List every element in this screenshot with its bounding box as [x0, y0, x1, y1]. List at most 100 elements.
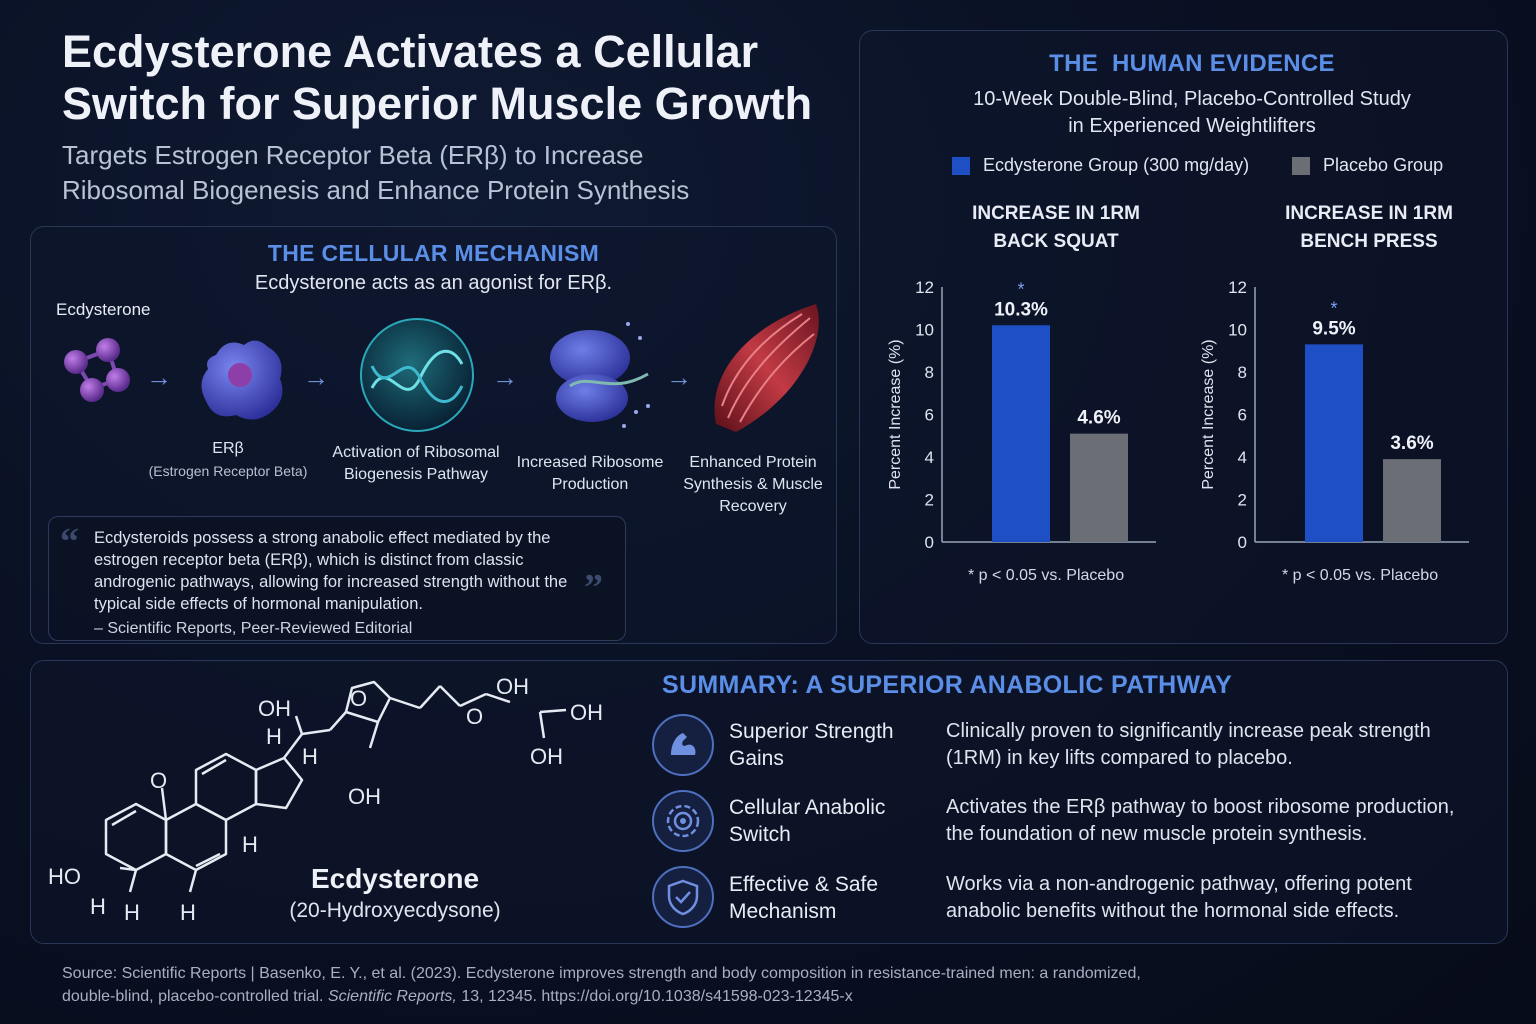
summary-desc-3-line2: anabolic benefits without the hormonal s…: [946, 900, 1400, 922]
summary-desc-2: Activates the ERβ pathway to boost ribos…: [946, 794, 1454, 848]
dna-sphere-icon: [360, 318, 474, 432]
atom-h-4: H: [90, 894, 106, 919]
step-label-protein: Enhanced Protein Synthesis & Muscle Reco…: [683, 454, 823, 515]
significance-marker: *: [1017, 279, 1024, 299]
chart-title-bench-line1: INCREASE IN 1RM: [1285, 203, 1453, 224]
summary-desc-3: Works via a non-androgenic pathway, offe…: [946, 871, 1412, 925]
atom-h-3: H: [242, 832, 258, 857]
atom-ho: HO: [48, 864, 81, 889]
chart-title-squat: INCREASE IN 1RM BACK SQUAT: [946, 200, 1166, 256]
bar-value-label: 3.6%: [1390, 433, 1433, 454]
atom-oh-low: OH: [530, 744, 563, 769]
summary-label-3: Effective & Safe Mechanism: [729, 871, 878, 925]
source-line-1: Source: Scientific Reports | Basenko, E.…: [62, 965, 1141, 982]
muscle-icon: [714, 304, 819, 432]
source-line-2: double-blind, placebo-controlled trial. …: [62, 985, 1362, 1008]
y-tick-label: 4: [925, 448, 934, 467]
step-erb-sub: (Estrogen Receptor Beta): [148, 463, 308, 479]
chart-title-bench-line2: BENCH PRESS: [1300, 231, 1438, 252]
step-label-erb: ERβ (Estrogen Receptor Beta): [138, 438, 318, 482]
summary-desc-2-line2: the foundation of new muscle protein syn…: [946, 823, 1368, 845]
legend-label-placebo: Placebo Group: [1323, 155, 1444, 175]
flow-arrow-4: →: [666, 362, 692, 392]
y-tick-label: 12: [1228, 278, 1247, 297]
y-tick-label: 4: [1238, 448, 1247, 467]
y-tick-label: 0: [925, 533, 934, 552]
y-axis-label: Percent Increase (%): [887, 339, 904, 489]
mechanism-tagline: Ecdysterone acts as an agonist for ERβ.: [254, 272, 613, 294]
legend-placebo: Placebo Group: [1292, 155, 1443, 176]
molecule-name: Ecdysterone: [310, 863, 480, 894]
quote-open-icon: “: [60, 521, 79, 563]
y-tick-label: 2: [925, 491, 934, 510]
summary-label-1-line2: Gains: [729, 747, 784, 770]
step-label-ribosome: Increased Ribosome Production: [516, 454, 664, 493]
atom-o-ring: O: [350, 686, 367, 711]
flow-arrow-1: →: [146, 362, 172, 392]
quote-box: [48, 516, 626, 641]
molecule-structure: OH H H O OH OH OH O OH O H HO H H H: [48, 674, 603, 925]
legend-label-ecdysterone: Ecdysterone Group (300 mg/day): [983, 155, 1250, 175]
atom-h-5: H: [124, 900, 140, 925]
y-tick-label: 12: [915, 278, 934, 297]
quote-text: Ecdysteroids possess a strong anabolic e…: [94, 529, 568, 613]
summary-label-1: Superior Strength Gains: [729, 718, 894, 772]
summary-heading: SUMMARY: A SUPERIOR ANABOLIC PATHWAY: [662, 671, 1233, 699]
bar-ecdysterone: [1305, 344, 1363, 542]
summary-desc-1: Clinically proven to significantly incre…: [946, 718, 1431, 772]
atom-h-1: H: [266, 724, 282, 749]
summary-desc-1-line2: (1RM) in key lifts compared to placebo.: [946, 747, 1293, 769]
receptor-icon: [201, 340, 283, 420]
y-tick-label: 2: [1238, 491, 1247, 510]
page-subtitle: Targets Estrogen Receptor Beta (ERβ) to …: [62, 138, 822, 208]
bar-placebo: [1383, 459, 1441, 542]
atom-h-2: H: [302, 744, 318, 769]
chart-title-bench: INCREASE IN 1RM BENCH PRESS: [1259, 200, 1479, 256]
summary-label-1-line1: Superior Strength: [729, 720, 894, 743]
y-tick-label: 0: [1238, 533, 1247, 552]
source-citation: Source: Scientific Reports | Basenko, E.…: [62, 962, 1362, 1008]
mechanism-heading: THE CELLULAR MECHANISM: [267, 240, 600, 266]
legend-swatch-blue: [952, 157, 970, 176]
source-line2-prefix: double-blind, placebo-controlled trial.: [62, 988, 328, 1005]
step-label-activation: Activation of Ribosomal Biogenesis Pathw…: [332, 444, 500, 483]
cell-switch-icon: [652, 790, 714, 852]
bar-ecdysterone: [992, 325, 1050, 542]
subtitle-line-2: Ribosomal Biogenesis and Enhance Protein…: [62, 175, 690, 205]
y-tick-label: 10: [915, 321, 934, 340]
summary-desc-2-line1: Activates the ERβ pathway to boost ribos…: [946, 796, 1455, 818]
molecule-icon: [64, 338, 130, 402]
page-title: Ecdysterone Activates a Cellular Switch …: [62, 26, 862, 130]
step-erb-title: ERβ: [212, 440, 244, 457]
flexed-arm-icon: [652, 714, 714, 776]
footnote-squat: * p < 0.05 vs. Placebo: [968, 567, 1125, 584]
study-line-2: in Experienced Weightlifters: [1068, 115, 1316, 137]
chart-title-squat-line1: INCREASE IN 1RM: [972, 203, 1140, 224]
y-tick-label: 6: [1238, 406, 1247, 425]
y-tick-label: 6: [925, 406, 934, 425]
atom-oh-right: OH: [570, 700, 603, 725]
summary-label-3-line2: Mechanism: [729, 900, 837, 923]
subtitle-line-1: Targets Estrogen Receptor Beta (ERβ) to …: [62, 140, 644, 170]
summary-label-2-line1: Cellular Anabolic: [729, 796, 886, 819]
atom-o-keto: O: [150, 768, 167, 793]
flow-arrow-3: →: [492, 362, 518, 392]
shield-check-icon: [652, 866, 714, 928]
atom-oh-1: OH: [258, 696, 291, 721]
bar-placebo: [1070, 433, 1128, 542]
molecule-alt-name: (20-Hydroxyecdysone): [289, 899, 501, 922]
atom-oh-top: OH: [496, 674, 529, 699]
footnote-bench: * p < 0.05 vs. Placebo: [1282, 567, 1439, 584]
summary-desc-3-line1: Works via a non-androgenic pathway, offe…: [946, 873, 1412, 895]
quote-close-icon: ”: [584, 567, 603, 609]
source-line2-suffix: 13, 12345. https://doi.org/10.1038/s4159…: [456, 988, 853, 1005]
title-line-2: Switch for Superior Muscle Growth: [62, 78, 813, 129]
ribosome-icon: [550, 322, 650, 428]
legend-ecdysterone: Ecdysterone Group (300 mg/day): [952, 155, 1249, 176]
evidence-heading: THE HUMAN EVIDENCE: [1049, 50, 1335, 77]
study-line-1: 10-Week Double-Blind, Placebo-Controlled…: [973, 88, 1411, 110]
summary-label-2-line2: Switch: [729, 823, 791, 846]
significance-marker: *: [1330, 298, 1337, 318]
summary-desc-1-line1: Clinically proven to significantly incre…: [946, 720, 1431, 742]
